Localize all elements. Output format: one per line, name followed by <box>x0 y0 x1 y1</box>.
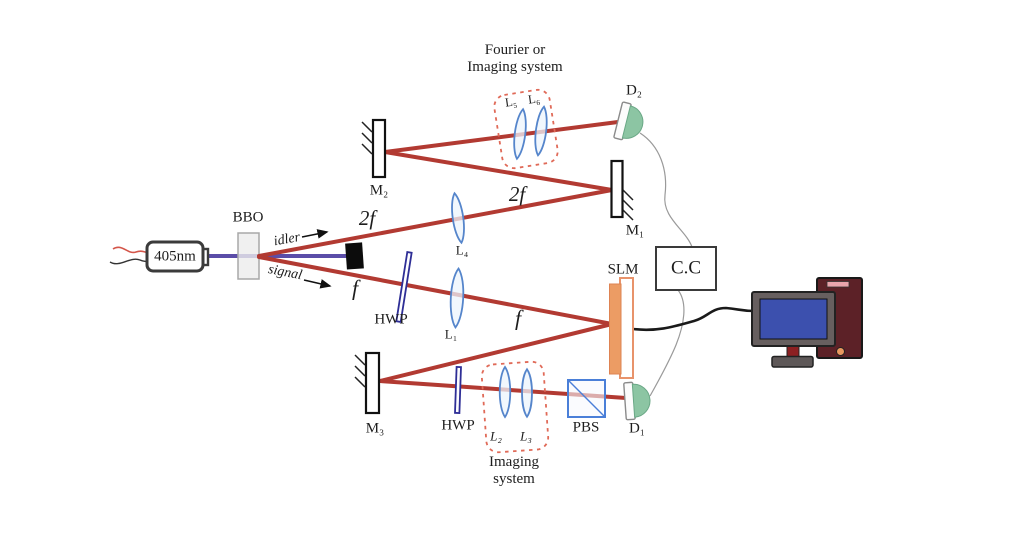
lens-l6 <box>532 105 550 157</box>
bbo-crystal <box>237 232 260 280</box>
lens-l5-label: L₅ <box>504 94 518 110</box>
lens-l1-label: L₁ <box>444 326 458 342</box>
idler-beam-bbo-to-m1 <box>257 188 614 258</box>
beam-dump <box>345 242 364 270</box>
hwp-signal-label: HWP <box>374 311 408 328</box>
lens-l4-label: L₄ <box>455 242 469 258</box>
mirror-m2-label: M₂ <box>369 182 389 199</box>
detector-d2-label: D₂ <box>625 82 643 99</box>
detector-d1-label: D₁ <box>628 420 646 437</box>
monitor-screen <box>759 298 828 340</box>
beam-m2-to-d2 <box>383 120 620 154</box>
lens-l5 <box>510 107 530 161</box>
detector-d2 <box>612 101 648 145</box>
lens-l4 <box>448 191 468 245</box>
distance-f-label-a: f <box>351 275 359 301</box>
lens-l3 <box>521 368 533 418</box>
mirror-m2 <box>361 118 387 179</box>
laser-head <box>145 240 210 273</box>
distance-2f-label-b: 2f <box>508 182 526 207</box>
computer <box>751 277 863 368</box>
lens-l2-label: L₂ <box>490 428 502 444</box>
mirror-m1-label: M₁ <box>625 222 645 239</box>
mirror-m3-label: M₃ <box>365 420 385 437</box>
coincidence-counter-box <box>655 246 717 291</box>
monitor-base <box>771 355 814 368</box>
signal-arrow-icon <box>303 279 332 289</box>
coincidence-counter-label: C.C <box>670 257 702 279</box>
pbs-label: PBS <box>572 419 600 436</box>
tower-drive-slot <box>826 281 850 288</box>
monitor-stand <box>786 345 800 358</box>
fourier-system-caption: Fourier or Imaging system <box>467 42 563 75</box>
idler-arrow-icon <box>301 229 329 239</box>
mirror-m1 <box>610 159 634 221</box>
fiber-wire-cc-to-d1 <box>649 289 685 397</box>
detector-d1 <box>623 380 652 421</box>
distance-2f-label-a: 2f <box>358 206 376 231</box>
lens-l1 <box>448 267 466 329</box>
lens-l3-label: L₃ <box>520 428 532 444</box>
red-beams <box>257 120 628 400</box>
tower-power-button <box>836 347 845 356</box>
hwp-imaging-plate <box>454 366 462 414</box>
imaging-system-dashed-box <box>480 360 550 454</box>
beam-slm-to-m3 <box>378 322 614 383</box>
laser-wire-black <box>109 258 150 265</box>
pbs-cube <box>567 379 606 418</box>
laser-label: 405nm <box>154 248 196 265</box>
fourier-system-dashed-box <box>493 88 559 170</box>
hwp-signal-plate <box>395 251 413 323</box>
laser-wire-red <box>112 246 150 254</box>
slm-label: SLM <box>607 261 639 278</box>
lens-l6-label: L₆ <box>527 91 541 107</box>
slm-computer-cable <box>632 306 756 332</box>
imaging-system-caption: Imaging system <box>489 454 539 487</box>
hwp-imaging-label: HWP <box>441 417 475 434</box>
mirror-m3 <box>354 351 381 415</box>
fiber-wire-d2-to-cc <box>639 132 693 248</box>
beam-m1-to-m2 <box>383 150 614 192</box>
signal-beam-bbo-to-slm <box>257 255 614 326</box>
slm-device <box>609 277 634 379</box>
distance-f-label-b: f <box>514 305 522 331</box>
lens-l2 <box>498 366 512 418</box>
bbo-label: BBO <box>232 209 264 226</box>
